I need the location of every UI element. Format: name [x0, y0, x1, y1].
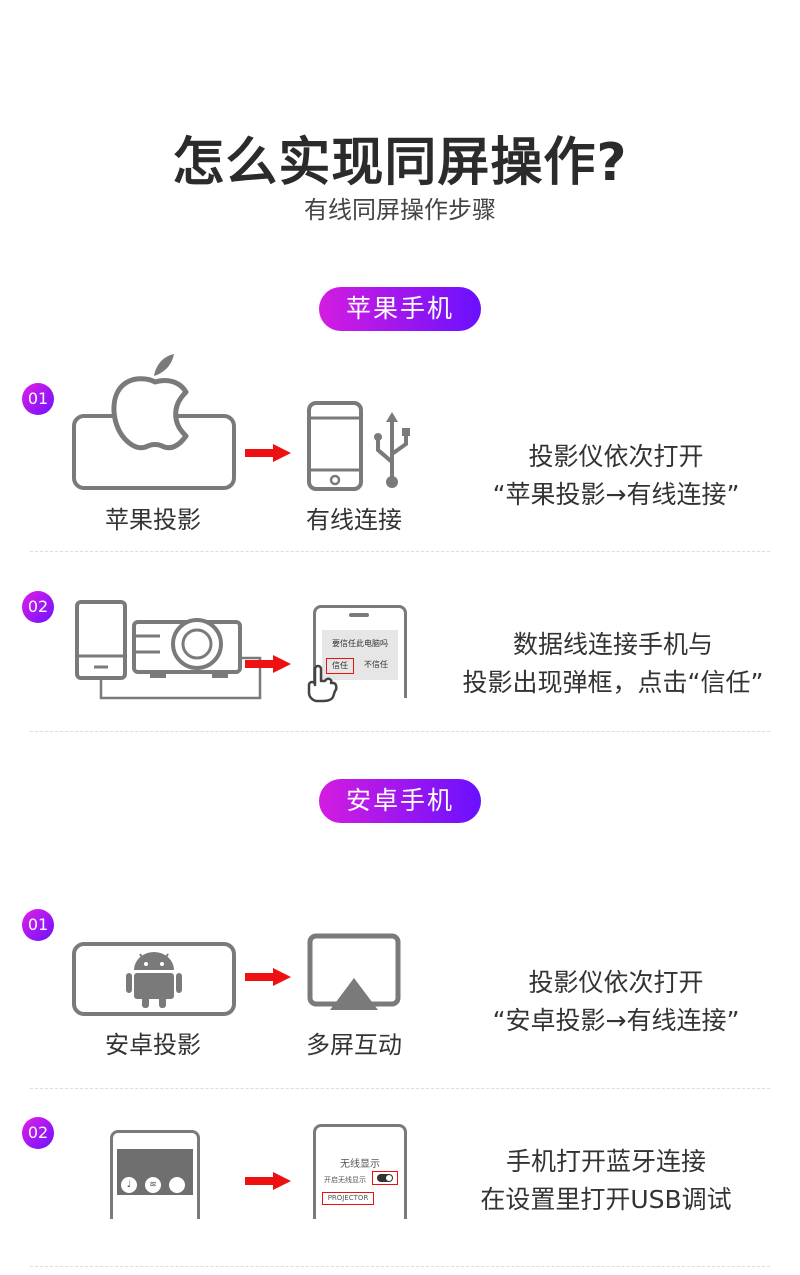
page-title: 怎么实现同屏操作?: [172, 133, 628, 193]
desc-android-step-02: 手机打开蓝牙连接 在设置里打开USB调试: [436, 1143, 776, 1219]
android-projection-icon: [72, 942, 236, 1016]
arrow-right-icon: [245, 968, 293, 986]
step-badge-android-01: 01: [22, 909, 54, 941]
tap-hand-icon: [307, 664, 338, 703]
desc-line: 投影仪依次打开: [528, 442, 704, 471]
phone-quick-settings: ♩ ≋: [110, 1130, 200, 1219]
toggle-knob: [386, 1175, 392, 1181]
caption-wired-connection: 有线连接: [306, 506, 402, 534]
arrow-right-icon: [245, 1172, 293, 1190]
arrow-right-icon: [245, 444, 293, 462]
divider: [30, 551, 770, 552]
wireless-display-title: 无线显示: [340, 1159, 380, 1170]
desc-line: 在设置里打开USB调试: [480, 1185, 732, 1214]
caption-multi-screen: 多屏互动: [306, 1031, 402, 1059]
step-badge-apple-02: 02: [22, 591, 54, 623]
wireless-display-toggle-label: 开启无线显示: [324, 1176, 366, 1184]
desc-line: 投影出现弹框，点击“信任”: [462, 668, 764, 697]
wired-phone-usb-icon: [307, 401, 410, 491]
toggle-icon[interactable]: [169, 1177, 185, 1193]
phone-screen: [322, 630, 398, 680]
step-badge-android-02: 02: [22, 1117, 54, 1149]
apple-projection-icon: [72, 354, 236, 490]
projector-device-item[interactable]: PROJECTOR: [322, 1192, 374, 1205]
divider: [30, 731, 770, 732]
page-subtitle: 有线同屏操作步骤: [304, 196, 496, 224]
desc-line: 投影仪依次打开: [528, 968, 704, 997]
apple-section-label: 苹果手机: [319, 287, 481, 331]
android-section-label: 安卓手机: [319, 779, 481, 823]
divider: [30, 1088, 770, 1089]
desc-line: 手机打开蓝牙连接: [505, 1147, 706, 1176]
phone-speaker: [349, 613, 369, 617]
desc-android-step-01: 投影仪依次打开 “安卓投影→有线连接”: [446, 964, 786, 1040]
wireless-display-phone: 无线显示 开启无线显示 PROJECTOR: [313, 1124, 407, 1219]
wifi-icon[interactable]: ≋: [145, 1177, 161, 1193]
trust-dialog-phone: 要信任此电脑吗 信任 不信任: [313, 605, 407, 698]
screen-mirroring-icon: [307, 933, 401, 1010]
wireless-display-toggle[interactable]: [372, 1171, 398, 1185]
desc-apple-step-02: 数据线连接手机与 投影出现弹框，点击“信任”: [433, 626, 793, 702]
step-badge-apple-01: 01: [22, 383, 54, 415]
divider: [30, 1266, 770, 1267]
desc-apple-step-01: 投影仪依次打开 “苹果投影→有线连接”: [446, 438, 786, 514]
toggle-track: [377, 1174, 393, 1182]
distrust-button[interactable]: 不信任: [364, 660, 388, 669]
desc-line: 数据线连接手机与: [512, 630, 713, 659]
caption-apple-projection: 苹果投影: [105, 506, 201, 534]
phone-projector-cable-icon: [75, 600, 262, 700]
trust-dialog-text: 要信任此电脑吗: [332, 639, 388, 648]
bluetooth-icon[interactable]: ♩: [121, 1177, 137, 1193]
trust-button[interactable]: 信任: [326, 658, 354, 674]
desc-line: “苹果投影→有线连接”: [492, 480, 740, 509]
arrow-right-icon: [245, 655, 293, 673]
caption-android-projection: 安卓投影: [105, 1031, 201, 1059]
desc-line: “安卓投影→有线连接”: [492, 1006, 740, 1035]
